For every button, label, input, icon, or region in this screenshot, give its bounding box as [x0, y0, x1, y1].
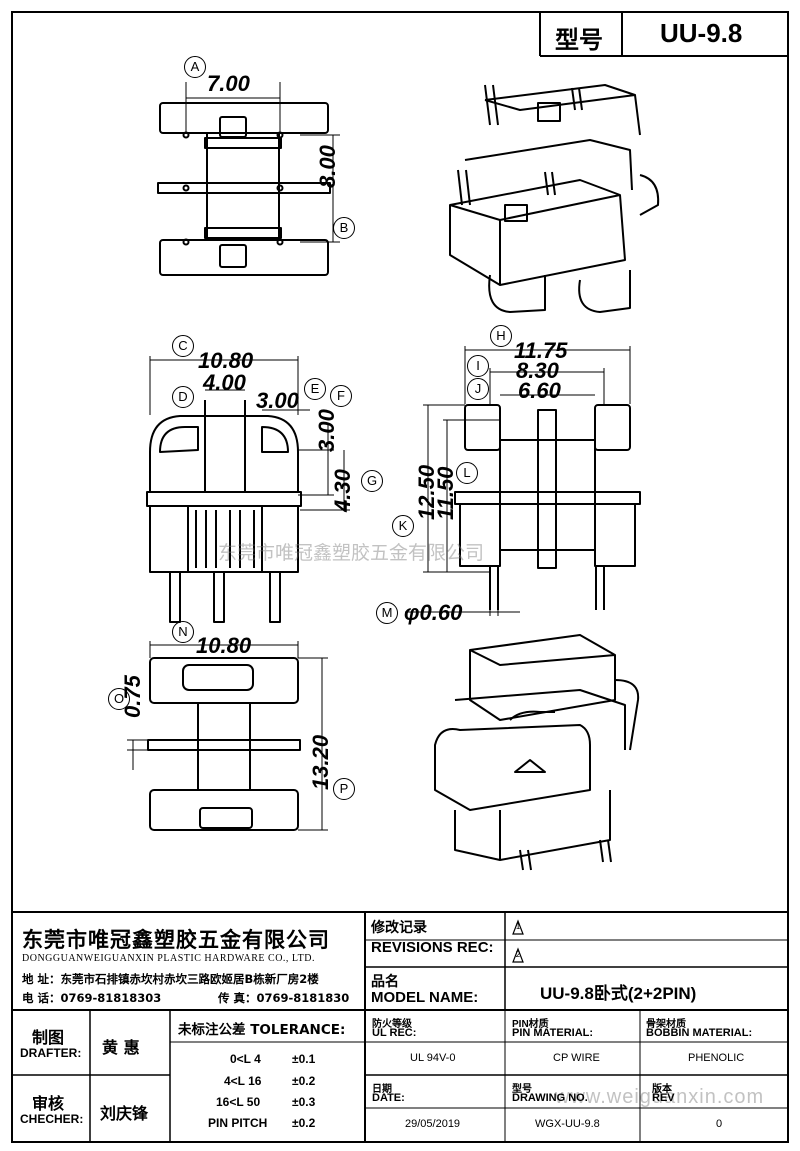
- tolerance-range: 4<L 16: [224, 1074, 262, 1088]
- dim-o-value: 0.75: [120, 675, 145, 718]
- dim-marker-e: E: [304, 378, 326, 400]
- dim-a-value: 7.00: [207, 71, 250, 96]
- dim-marker-p: P: [333, 778, 355, 800]
- drawing-label-en: DRAWING NO.: [512, 1092, 588, 1104]
- dim-marker-o: O: [108, 688, 130, 710]
- dim-marker-g: G: [361, 470, 383, 492]
- revision-triangles: [512, 919, 524, 963]
- dim-marker-h: H: [490, 325, 512, 347]
- dim-g-value: 4.30: [330, 469, 355, 512]
- revisions-label-en: REVISIONS REC:: [371, 939, 494, 956]
- pin-label-cn: PIN材质: [512, 1019, 549, 1030]
- dim-h-value: 11.75: [514, 338, 568, 363]
- dim-marker-c: C: [172, 335, 194, 357]
- date-label-cn: 日期: [372, 1084, 392, 1095]
- revisions-label-cn: 修改记录: [371, 920, 427, 936]
- dim-i-value: 8.30: [516, 358, 559, 383]
- iso-view-bottom: [434, 634, 640, 871]
- drafter-name: 黄 惠: [102, 1038, 140, 1057]
- dim-marker-d: D: [172, 386, 194, 408]
- rev-value: 0: [716, 1118, 723, 1130]
- dim-d-value: 4.00: [203, 370, 246, 395]
- ul-value: UL 94V-0: [410, 1052, 456, 1064]
- tolerance-range: 0<L 4: [230, 1052, 261, 1066]
- tolerance-range: PIN PITCH: [208, 1116, 268, 1130]
- rev-label-cn: 版本: [652, 1084, 672, 1095]
- bobbin-label-cn: 骨架材质: [646, 1019, 686, 1030]
- dimension-lines: [127, 82, 631, 831]
- dim-marker-f: F: [330, 385, 352, 407]
- tolerance-range: 16<L 50: [216, 1095, 261, 1109]
- type-label: 型号: [555, 26, 603, 54]
- company-name-cn: 东莞市唯冠鑫塑胶五金有限公司: [22, 928, 330, 952]
- pin-value: CP WIRE: [553, 1052, 600, 1064]
- checker-label-en: CHECHER:: [20, 1112, 84, 1126]
- revision-2: 2: [515, 950, 521, 959]
- dim-marker-b: B: [333, 217, 355, 239]
- company-fax: 传 真：0769-8181830: [218, 991, 350, 1005]
- dim-marker-m: M: [376, 602, 398, 624]
- drafter-label-cn: 制图: [32, 1028, 65, 1047]
- dim-marker-l: L: [456, 462, 478, 484]
- ul-label-cn: 防火等级: [372, 1019, 412, 1030]
- drawing-value: WGX-UU-9.8: [535, 1118, 600, 1130]
- revision-1: 1: [515, 922, 521, 931]
- dim-b-value: 8.00: [315, 145, 340, 188]
- company-address: 地 址：东莞市石排镇赤坎村赤坎三路欧姬居B栋新厂房2楼: [22, 972, 319, 986]
- date-value: 29/05/2019: [405, 1118, 461, 1130]
- checker-name: 刘庆锋: [100, 1104, 149, 1123]
- tolerance-value: ±0.2: [292, 1116, 316, 1130]
- front-view: [146, 400, 302, 623]
- technical-drawing: [127, 82, 660, 871]
- dim-l-value: 11.50: [433, 466, 458, 520]
- model-value: UU-9.8卧式(2+2PIN): [540, 984, 697, 1003]
- watermark-company: 东莞市唯冠鑫塑胶五金有限公司: [218, 542, 485, 564]
- dim-marker-k: K: [392, 515, 414, 537]
- iso-view-top: [449, 84, 660, 313]
- top-view: [157, 102, 331, 276]
- bobbin-value: PHENOLIC: [688, 1052, 745, 1064]
- tolerance-value: ±0.1: [292, 1052, 316, 1066]
- dim-j-value: 6.60: [518, 378, 561, 403]
- tolerance-value: ±0.3: [292, 1095, 316, 1109]
- tolerance-value: ±0.2: [292, 1074, 316, 1088]
- tolerance-title: 未标注公差 TOLERANCE:: [178, 1022, 346, 1038]
- bottom-view: [147, 657, 301, 831]
- dim-c-value: 10.80: [198, 348, 254, 373]
- pin-label-en: PIN MATERIAL:: [512, 1027, 594, 1039]
- dim-e-value: 3.00: [256, 388, 299, 413]
- side-view: [454, 404, 641, 610]
- rev-label-en: REV: [652, 1092, 675, 1104]
- type-value: UU-9.8: [660, 18, 743, 48]
- dim-marker-j: J: [467, 378, 489, 400]
- dim-marker-a: A: [184, 56, 206, 78]
- drafter-label-en: DRAFTER:: [20, 1046, 82, 1060]
- company-tel: 电 话：0769-81818303: [22, 991, 162, 1005]
- date-label-en: DATE:: [372, 1092, 405, 1104]
- bobbin-label-en: BOBBIN MATERIAL:: [646, 1027, 753, 1039]
- dim-marker-i: I: [467, 355, 489, 377]
- dim-n-value: 10.80: [196, 633, 252, 658]
- dim-f-value: 3.00: [314, 409, 339, 452]
- dim-p-value: 13.20: [308, 734, 333, 790]
- checker-label-cn: 审核: [32, 1094, 65, 1113]
- ul-label-en: UL REC:: [372, 1027, 417, 1039]
- drawing-label-cn: 型号: [512, 1084, 532, 1095]
- dim-m-value: φ0.60: [404, 600, 463, 625]
- model-label-en: MODEL NAME:: [371, 989, 479, 1006]
- dim-marker-n: N: [172, 621, 194, 643]
- watermark-url: www.weiguanxin.com: [555, 1086, 765, 1108]
- model-label-cn: 品名: [371, 974, 399, 990]
- company-name-en: DONGGUANWEIGUANXIN PLASTIC HARDWARE CO.,…: [22, 953, 315, 964]
